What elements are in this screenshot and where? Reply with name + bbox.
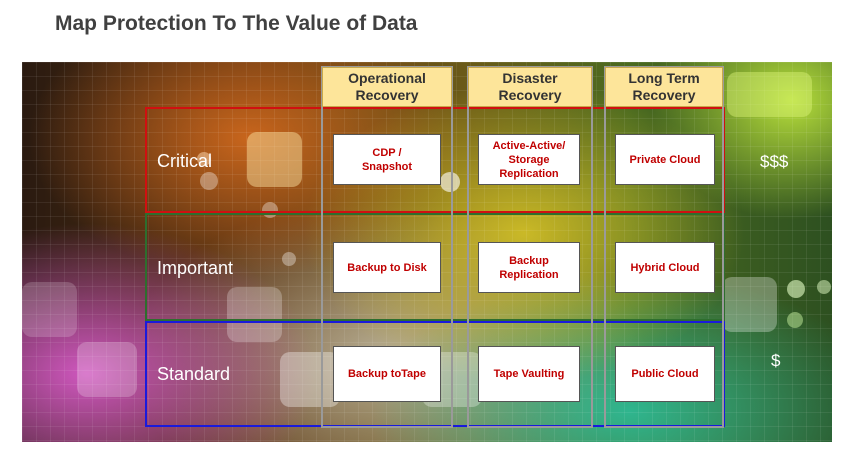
decorative-dot bbox=[200, 172, 218, 190]
cell-backup-to-tape: Backup toTape bbox=[333, 346, 441, 402]
decorative-square bbox=[722, 277, 777, 332]
decorative-dot bbox=[197, 152, 211, 166]
cell-active-active-storage-replication: Active-Active/ Storage Replication bbox=[478, 134, 580, 185]
decorative-square bbox=[727, 72, 812, 117]
decorative-dot bbox=[440, 172, 460, 192]
decorative-dot bbox=[787, 312, 803, 328]
cell-backup-replication: Backup Replication bbox=[478, 242, 580, 293]
column-header-long-term-recovery: Long Term Recovery bbox=[605, 67, 723, 107]
column-header-label: Disaster Recovery bbox=[498, 70, 562, 103]
cell-tape-vaulting: Tape Vaulting bbox=[478, 346, 580, 402]
cost-label-standard: $ bbox=[771, 351, 781, 370]
cell-cdp-snapshot: CDP / Snapshot bbox=[333, 134, 441, 185]
decorative-square bbox=[280, 352, 340, 407]
decorative-dot bbox=[282, 252, 296, 266]
cell-backup-to-disk: Backup to Disk bbox=[333, 242, 441, 293]
column-header-label: Operational Recovery bbox=[348, 70, 426, 103]
decorative-dot bbox=[787, 280, 805, 298]
cell-private-cloud: Private Cloud bbox=[615, 134, 715, 185]
column-header-disaster-recovery: Disaster Recovery bbox=[468, 67, 592, 107]
row-box-important bbox=[145, 213, 725, 321]
cost-label-critical: $$$ bbox=[760, 152, 789, 171]
diagram-title: Map Protection To The Value of Data bbox=[55, 12, 418, 35]
column-header-operational-recovery: Operational Recovery bbox=[322, 67, 452, 107]
row-box-critical bbox=[145, 107, 725, 213]
cell-hybrid-cloud: Hybrid Cloud bbox=[615, 242, 715, 293]
decorative-square bbox=[22, 282, 77, 337]
decorative-square bbox=[77, 342, 137, 397]
cell-public-cloud: Public Cloud bbox=[615, 346, 715, 402]
decorative-square bbox=[227, 287, 282, 342]
decorative-square bbox=[247, 132, 302, 187]
row-label-standard: Standard bbox=[157, 364, 231, 384]
row-label-critical: Critical bbox=[157, 151, 213, 171]
row-label-important: Important bbox=[157, 258, 234, 278]
decorative-dot bbox=[817, 280, 831, 294]
column-header-label: Long Term Recovery bbox=[628, 70, 700, 103]
